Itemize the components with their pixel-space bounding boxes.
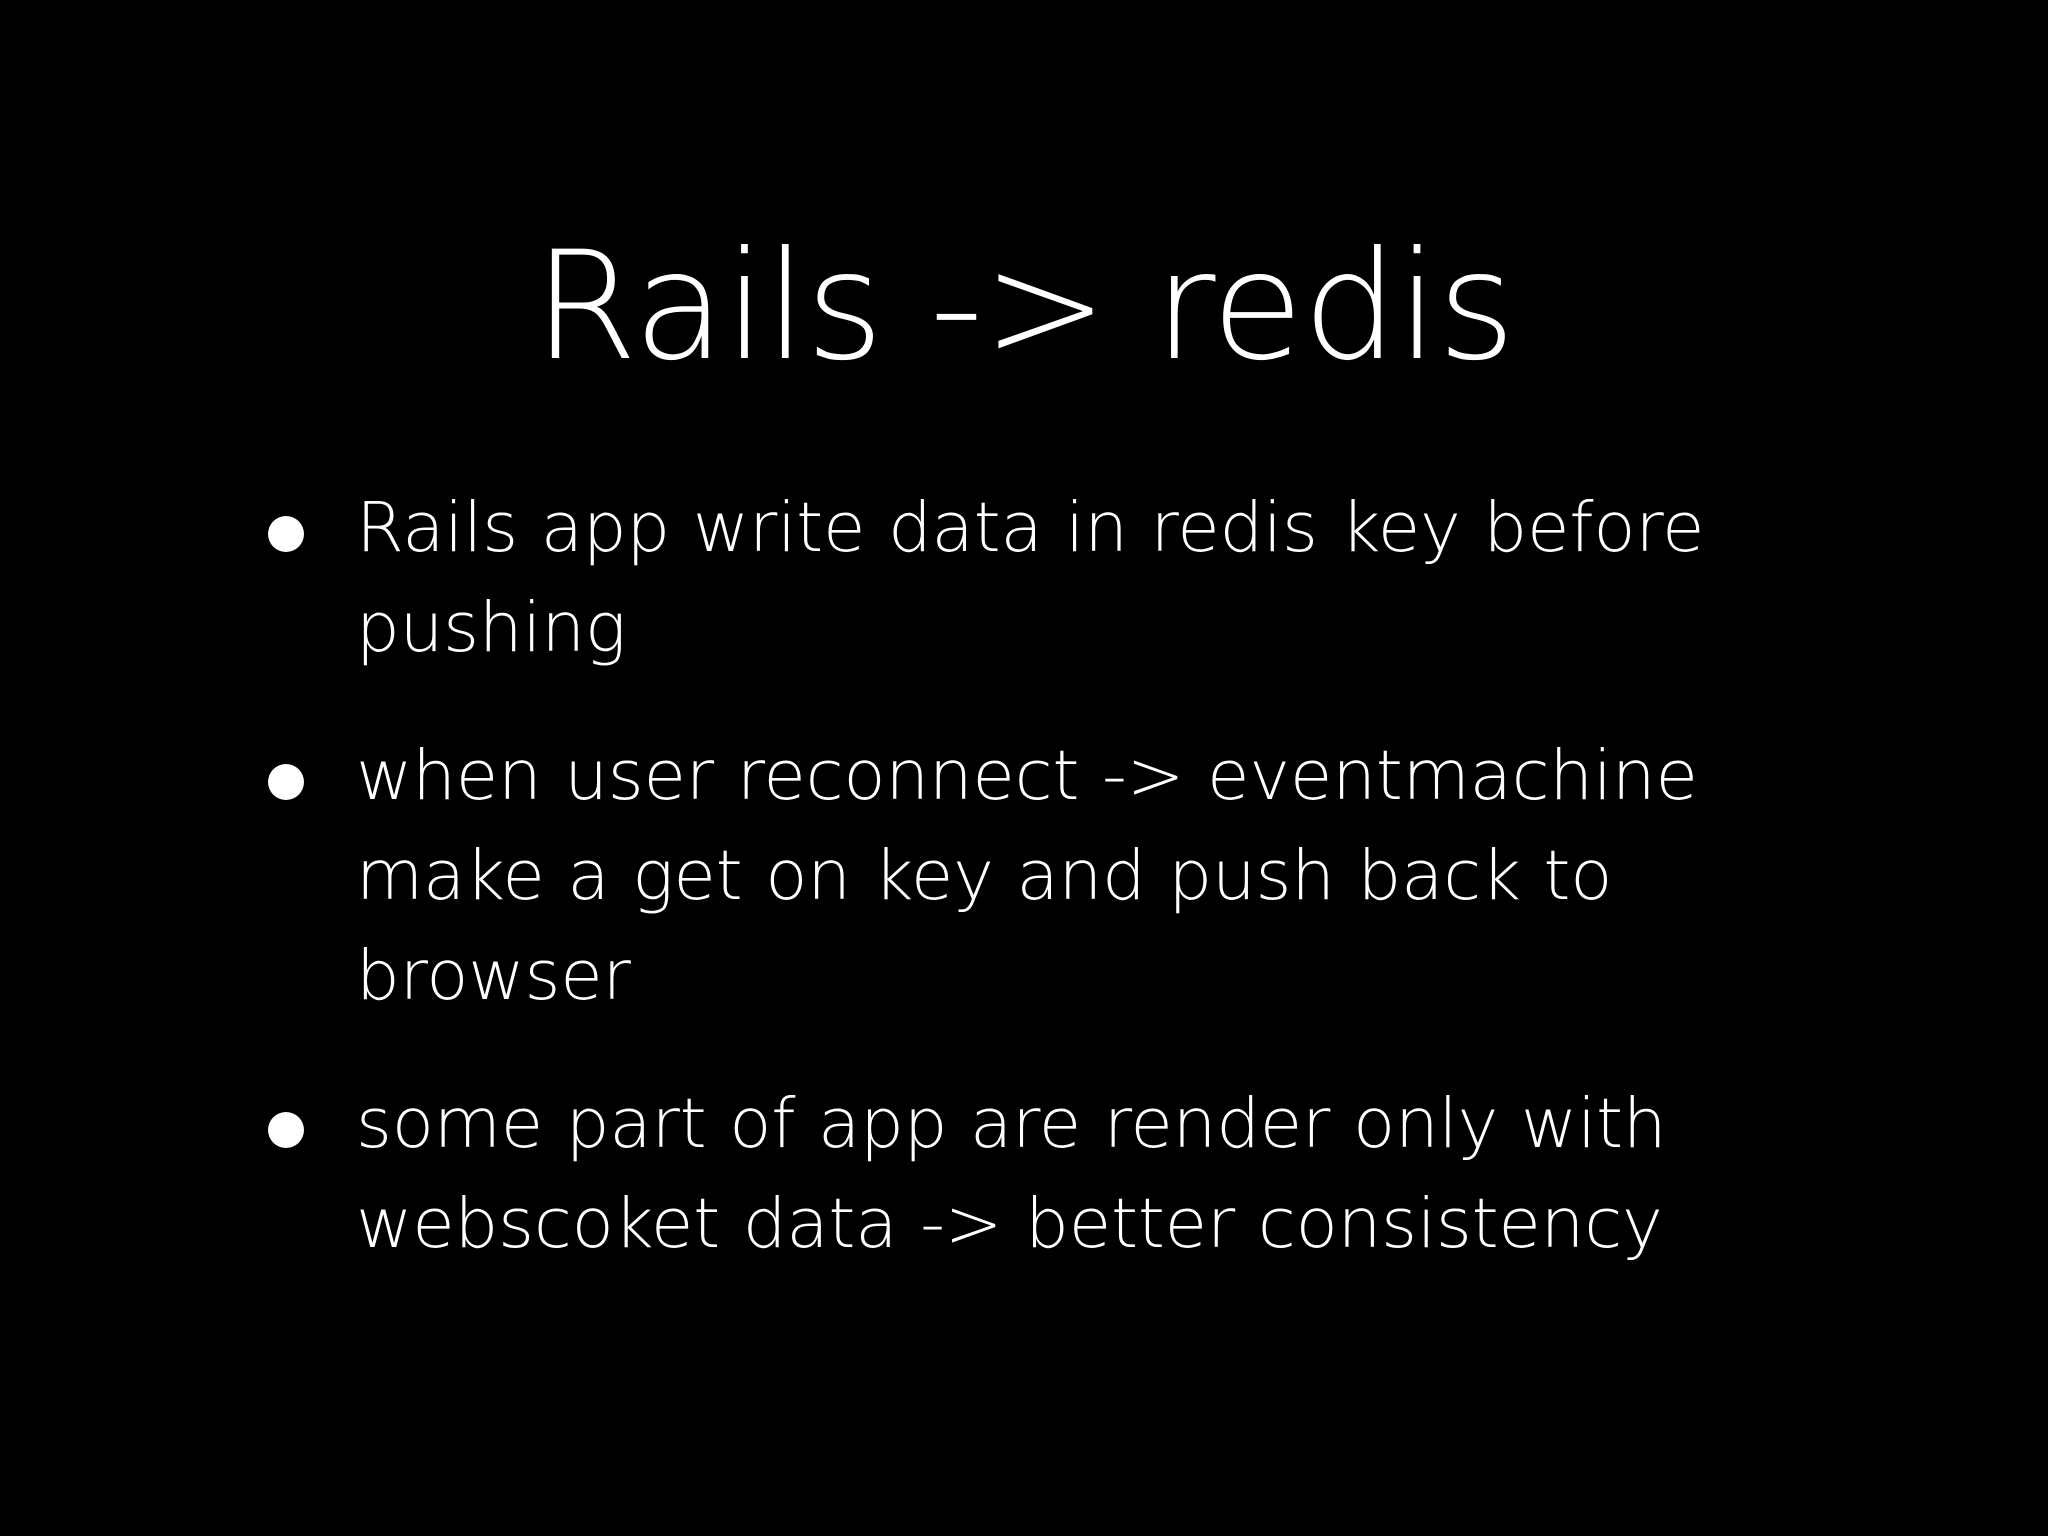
bullet-point-icon: [268, 1112, 304, 1148]
bullet-point-icon: [268, 516, 304, 552]
page-title: Rails -> redis: [533, 219, 1515, 394]
bullet-item-label: Rails app write data in redis key before…: [356, 488, 1705, 668]
list-item: some part of app are render only with we…: [248, 1074, 1808, 1274]
list-item: Rails app write data in redis key before…: [248, 478, 1808, 678]
bullet-item-label: some part of app are render only with we…: [356, 1084, 1667, 1264]
bullet-list: Rails app write data in redis key before…: [248, 478, 1808, 1274]
bullet-item-label: when user reconnect -> eventmachine make…: [356, 736, 1698, 1016]
list-item: when user reconnect -> eventmachine make…: [248, 726, 1808, 1026]
bullet-point-icon: [268, 764, 304, 800]
